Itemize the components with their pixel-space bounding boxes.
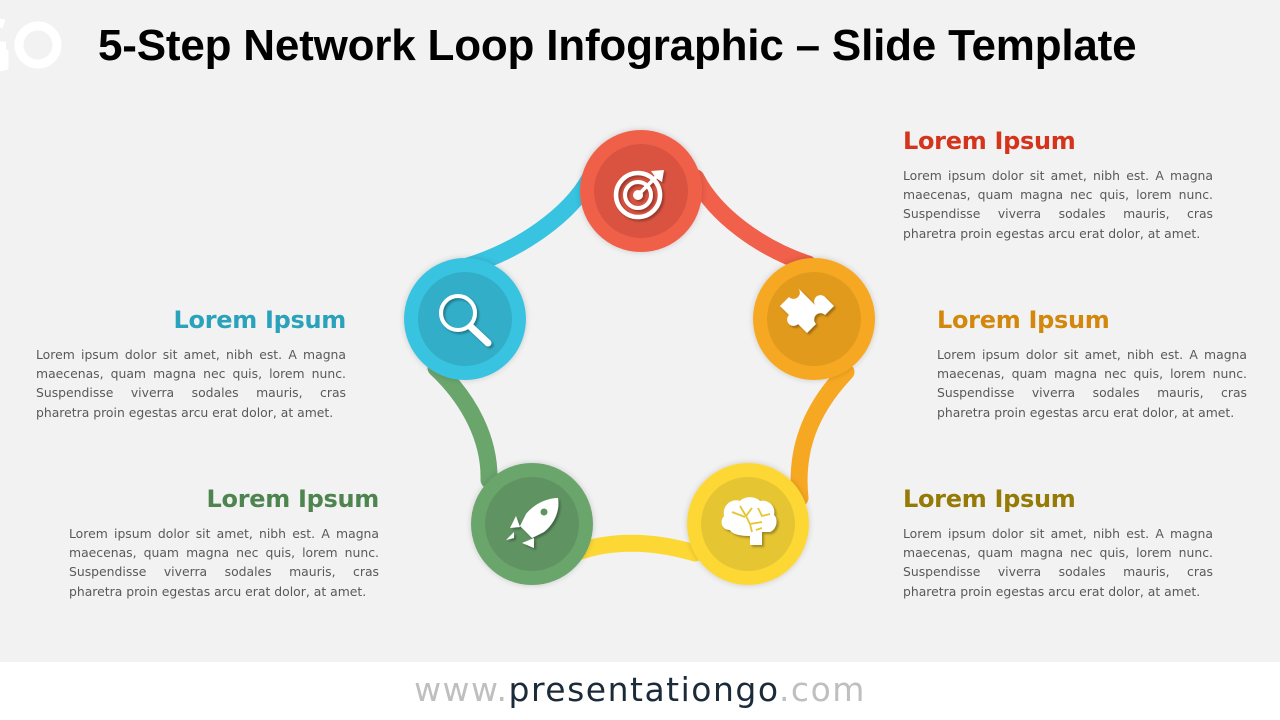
- footer: www.presentationgo.com: [0, 662, 1280, 720]
- page-title: 5-Step Network Loop Infographic – Slide …: [98, 21, 1137, 70]
- step-3-body: Lorem ipsum dolor sit amet, nibh est. A …: [903, 526, 1213, 599]
- step-4-text: Lorem Ipsum Lorem ipsum dolor sit amet, …: [69, 484, 379, 601]
- rocket-icon: [506, 498, 559, 548]
- step-5-heading: Lorem Ipsum: [173, 306, 347, 334]
- target-icon: [613, 170, 664, 220]
- step-2-text: Lorem Ipsum Lorem ipsum dolor sit amet, …: [937, 305, 1247, 422]
- footer-url-tld: .com: [778, 670, 866, 709]
- magnifying-glass-icon: [439, 294, 492, 347]
- presentationgo-logo-icon: [0, 18, 62, 72]
- step-1-heading: Lorem Ipsum: [903, 127, 1076, 155]
- step-2-heading: Lorem Ipsum: [937, 306, 1110, 334]
- step-4-heading: Lorem Ipsum: [206, 485, 380, 513]
- connector-yellow: [566, 534, 704, 562]
- step-4-body: Lorem ipsum dolor sit amet, nibh est. A …: [69, 526, 379, 599]
- step-1-text: Lorem Ipsum Lorem ipsum dolor sit amet, …: [903, 126, 1213, 243]
- puzzle-piece-icon: [780, 288, 834, 333]
- connector-blue: [459, 169, 599, 275]
- connector-orange: [790, 363, 855, 507]
- step-1-body: Lorem ipsum dolor sit amet, nibh est. A …: [903, 168, 1213, 241]
- footer-url-brand: presentationgo: [508, 670, 779, 709]
- step-5-text: Lorem Ipsum Lorem ipsum dolor sit amet, …: [36, 305, 346, 422]
- step-5-body: Lorem ipsum dolor sit amet, nibh est. A …: [36, 347, 346, 420]
- footer-url[interactable]: www.presentationgo.com: [414, 670, 866, 709]
- brain-icon: [721, 497, 777, 545]
- step-3-text: Lorem Ipsum Lorem ipsum dolor sit amet, …: [903, 484, 1213, 601]
- step-3-heading: Lorem Ipsum: [903, 485, 1076, 513]
- step-2-body: Lorem ipsum dolor sit amet, nibh est. A …: [937, 347, 1247, 420]
- connector-green: [427, 359, 498, 489]
- footer-url-www: www.: [414, 670, 509, 709]
- connector-red: [687, 169, 817, 273]
- step-5-node[interactable]: [404, 258, 526, 380]
